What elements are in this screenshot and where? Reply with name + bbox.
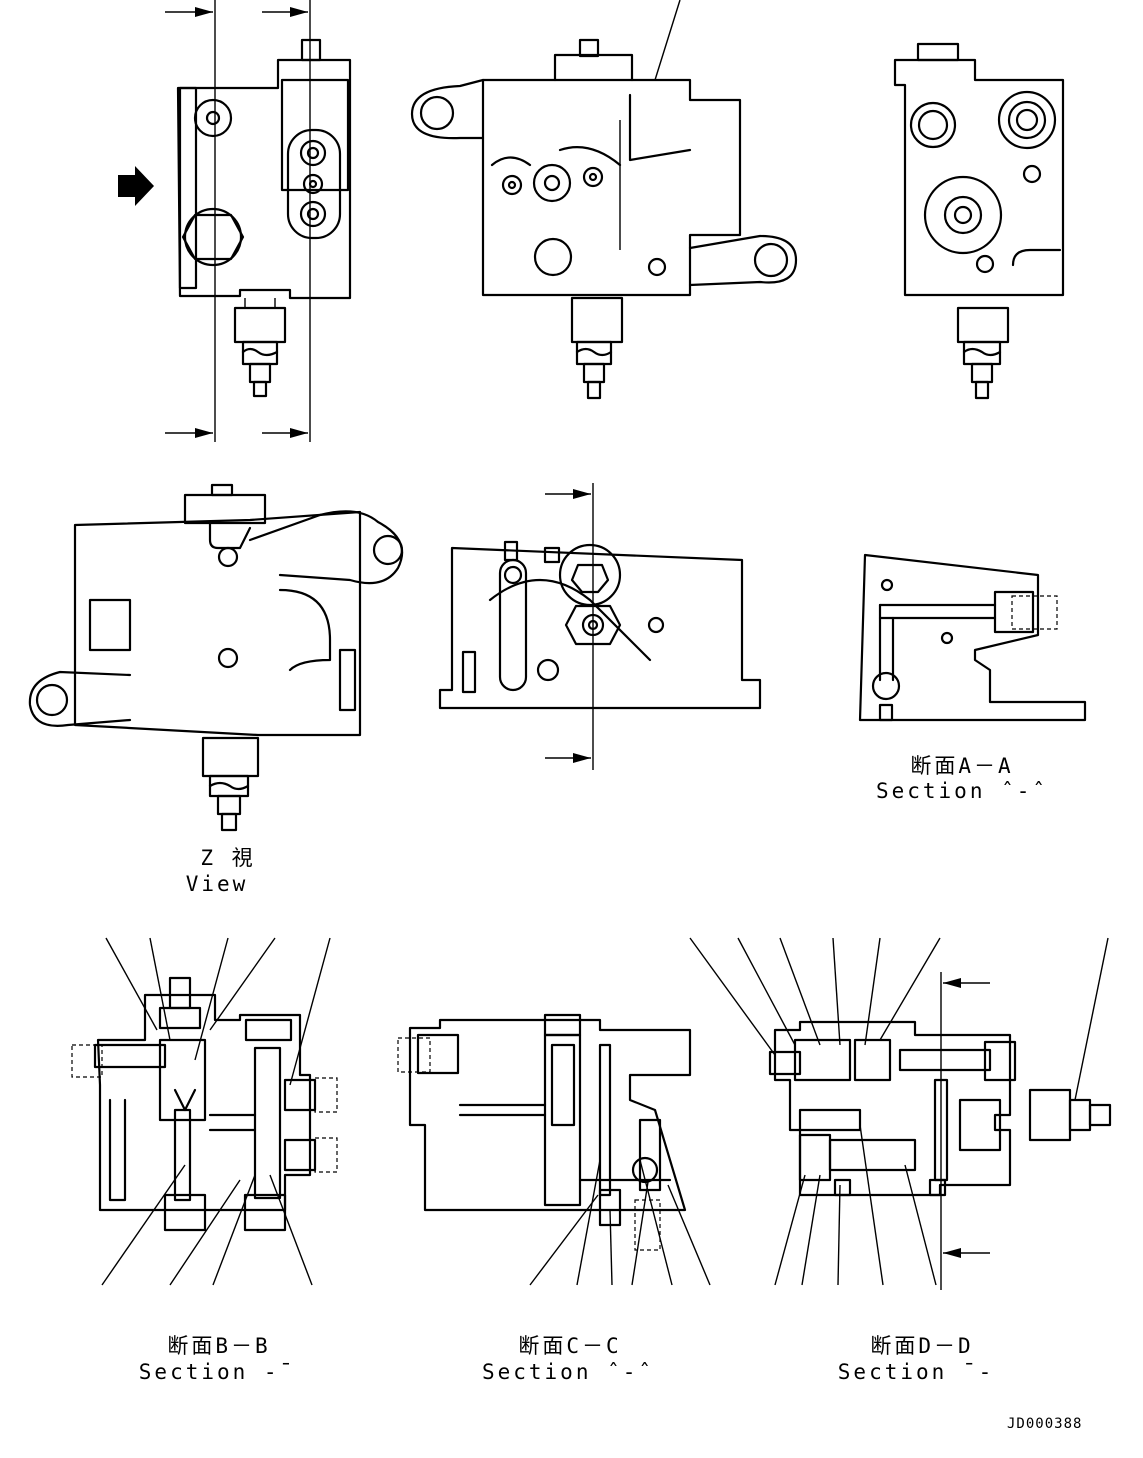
section-dd: [689, 937, 1112, 1290]
z-view-label-en: View: [185, 872, 249, 896]
center-view: [438, 483, 762, 770]
section-aa-label-jp: 断面A－A: [910, 754, 1014, 778]
section-dd-label-jp: 断面D－D: [870, 1334, 974, 1358]
view-direction-arrow: [118, 166, 154, 206]
section-aa: [858, 553, 1087, 722]
section-bb-label-jp: 断面B－B: [167, 1334, 271, 1358]
section-cc-label-en: Section ˆ-ˆ: [481, 1360, 655, 1384]
section-bb: [71, 937, 338, 1286]
end-view: [893, 42, 1065, 400]
section-cc-label-jp: 断面C－C: [518, 1334, 622, 1358]
section-dd-label-en: Section ˉ-: [837, 1360, 995, 1384]
section-bb-label-en: Section -ˉ: [138, 1360, 296, 1384]
z-view-label-jp: Z 視: [200, 846, 256, 870]
front-view: [118, 0, 352, 442]
side-view: [410, 0, 798, 400]
section-cc: [397, 1013, 711, 1286]
drawing-id: JD000388: [1007, 1416, 1083, 1432]
z-view: [28, 483, 404, 832]
section-aa-label-en: Section ˆ-ˆ: [875, 779, 1049, 803]
